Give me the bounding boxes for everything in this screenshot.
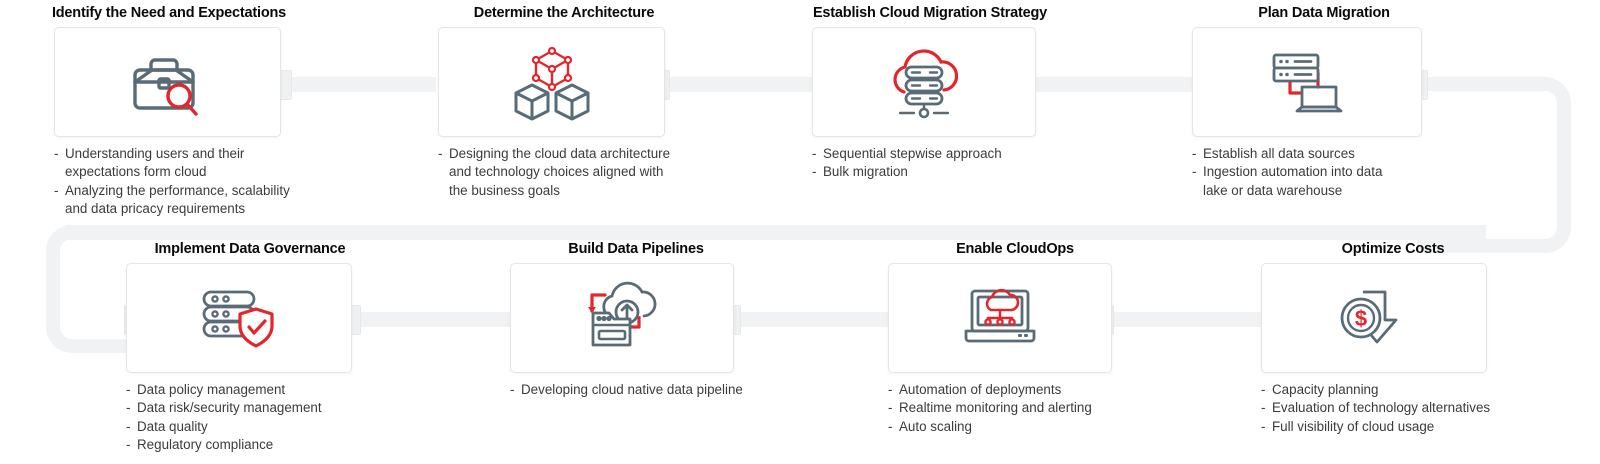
connector-track-wrap-right: [1417, 77, 1571, 253]
stacked-cubes-icon: [506, 43, 598, 121]
bullet-dash: -: [126, 400, 131, 416]
step-7-bullets: -Automation of deployments -Realtime mon…: [888, 381, 1142, 436]
cloud-server-icon: [880, 45, 968, 119]
bullet-dash: -: [54, 182, 59, 198]
list-item: -Sequential stepwise approach: [812, 145, 1060, 163]
step-8-card[interactable]: $: [1261, 263, 1487, 373]
step-7-card[interactable]: [888, 263, 1112, 373]
bullet-dash: -: [888, 418, 893, 434]
connector-track-3-4: [1017, 77, 1192, 92]
step-3-card[interactable]: [812, 27, 1036, 137]
bullet-dash: -: [126, 418, 131, 434]
bullet-dash: -: [126, 382, 131, 397]
bullet-dash: -: [1261, 418, 1266, 434]
list-item: -Regulatory compliance: [126, 436, 374, 454]
bullet-dash: -: [1192, 146, 1197, 161]
step-8: Optimize Costs $ -Capacity planning -Eva…: [1255, 241, 1525, 436]
step-6-bullets: -Developing cloud native data pipeline: [510, 381, 762, 399]
briefcase-magnifier-icon: [125, 46, 211, 118]
server-shield-check-icon: [196, 282, 282, 354]
list-item: -Data risk/security management: [126, 399, 374, 417]
folder-cloud-upload-icon: [575, 281, 669, 355]
step-4-bullets: -Establish all data sources -Ingestion a…: [1192, 145, 1460, 200]
list-item: -Developing cloud native data pipeline: [510, 381, 762, 399]
server-to-laptop-icon: [1264, 45, 1350, 119]
list-item: -Bulk migration: [812, 163, 1060, 181]
step-1-title: Identify the Need and Expectations: [51, 5, 287, 21]
step-3-bullets: -Sequential stepwise approach -Bulk migr…: [812, 145, 1060, 182]
step-2-title: Determine the Architecture: [473, 5, 655, 21]
list-item: -Automation of deployments: [888, 381, 1142, 399]
step-1: Identify the Need and Expectations: [38, 5, 300, 219]
list-item: -Capacity planning: [1261, 381, 1525, 399]
list-item: -Data quality: [126, 418, 374, 436]
bullet-dash: -: [510, 382, 515, 397]
bullet-dash: -: [54, 146, 59, 161]
bullet-dash: -: [438, 146, 443, 161]
step-3-title: Establish Cloud Migration Strategy: [812, 5, 1048, 21]
step-4: Plan Data Migration: [1180, 5, 1460, 200]
connector-track-row-return: [66, 225, 1486, 240]
step-8-bullets: -Capacity planning -Evaluation of techno…: [1261, 381, 1525, 436]
bullet-dash: -: [812, 164, 817, 180]
step-5-card[interactable]: [126, 263, 352, 373]
bullet-dash: -: [1261, 382, 1266, 397]
step-5-title: Implement Data Governance: [154, 241, 346, 257]
step-1-card[interactable]: [54, 27, 281, 137]
connector-track-wrap-left: [46, 225, 156, 353]
connector-track-1-2: [281, 77, 436, 92]
bullet-dash: -: [126, 437, 131, 453]
list-item: -Evaluation of technology alternatives: [1261, 399, 1525, 417]
list-item: -Realtime monitoring and alerting: [888, 399, 1142, 417]
list-item: -Data policy management: [126, 381, 374, 399]
step-6: Build Data Pipelines: [500, 241, 762, 399]
bullet-dash: -: [812, 146, 817, 161]
step-5-bullets: -Data policy management -Data risk/secur…: [126, 381, 374, 455]
step-7: Enable CloudOps: [880, 241, 1142, 436]
step-2-card[interactable]: [438, 27, 665, 137]
coin-dollar-down-arrow-icon: $: [1331, 282, 1417, 354]
step-6-card[interactable]: [510, 263, 734, 373]
list-item: -Establish all data sources: [1192, 145, 1460, 163]
list-item: -Full visibility of cloud usage: [1261, 418, 1525, 436]
bullet-dash: -: [888, 382, 893, 397]
list-item: -Auto scaling: [888, 418, 1142, 436]
step-5: Implement Data Governance: [112, 241, 374, 455]
bullet-dash: -: [1261, 400, 1266, 416]
bullet-dash: -: [888, 400, 893, 416]
step-7-title: Enable CloudOps: [956, 241, 1074, 257]
step-8-title: Optimize Costs: [1341, 241, 1445, 257]
svg-text:$: $: [1355, 306, 1367, 331]
step-2: Determine the Architecture: [420, 5, 690, 200]
step-3: Establish Cloud Migration Strategy: [790, 5, 1060, 182]
connector-track-2-3: [659, 77, 812, 92]
step-4-card[interactable]: [1192, 27, 1422, 137]
laptop-cloud-network-icon: [956, 283, 1044, 353]
bullet-dash: -: [1192, 164, 1197, 180]
step-6-title: Build Data Pipelines: [568, 241, 704, 257]
step-4-title: Plan Data Migration: [1258, 5, 1390, 21]
